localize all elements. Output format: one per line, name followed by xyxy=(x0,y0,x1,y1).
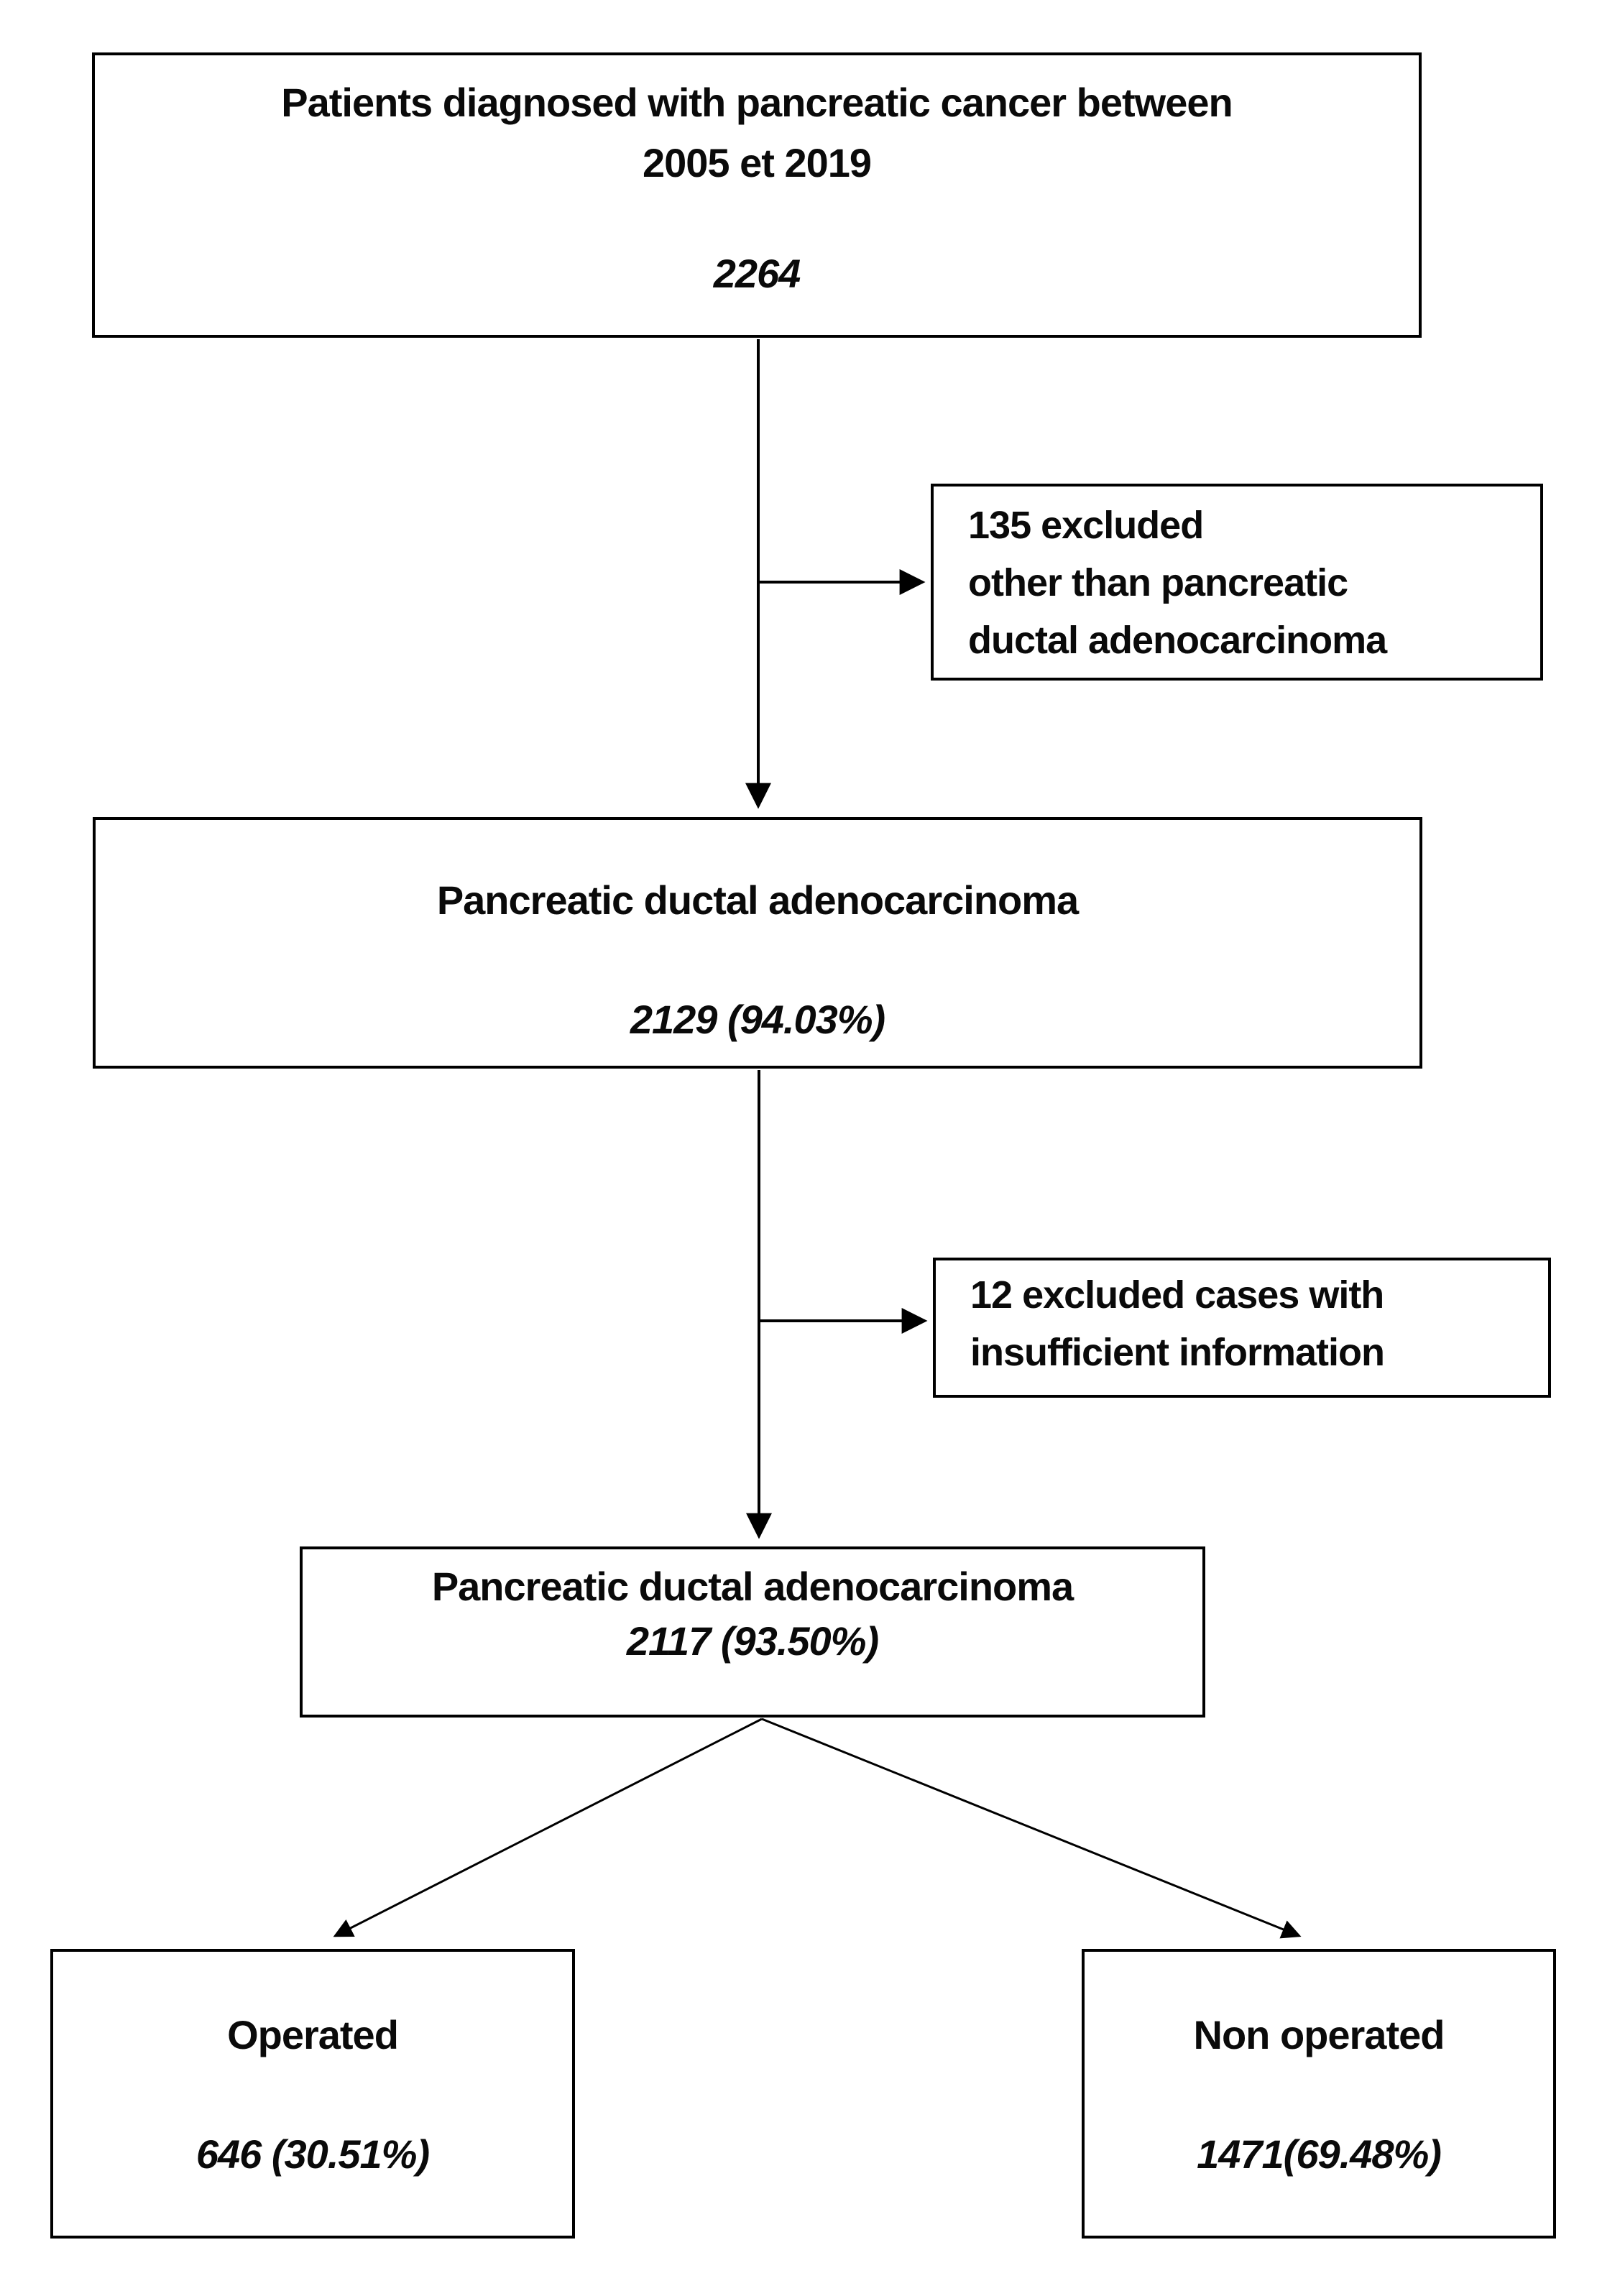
node-excluded-histology-line2: other than pancreatic xyxy=(968,561,1348,604)
node-pdac-after-histology-value: 2129 (94.03%) xyxy=(630,997,885,1042)
arrow-pdac2-to-operated xyxy=(333,1718,763,1937)
node-pdac-after-histology-title: Pancreatic ductal adenocarcinoma xyxy=(436,877,1079,923)
node-excluded-histology: 135 excluded other than pancreatic ducta… xyxy=(931,484,1543,681)
node-non-operated-value: 1471(69.48%) xyxy=(1197,2131,1442,2177)
node-operated-title: Operated xyxy=(227,2012,399,2057)
node-excluded-histology-line1: 135 excluded xyxy=(968,504,1204,547)
node-excluded-histology-line3: ductal adenocarcinoma xyxy=(968,619,1387,662)
node-operated-value: 646 (30.51%) xyxy=(195,2131,430,2177)
node-operated: Operated 646 (30.51%) xyxy=(50,1949,575,2239)
node-excluded-insufficient-info-line1: 12 excluded cases with xyxy=(970,1273,1384,1317)
node-start-title-line2: 2005 et 2019 xyxy=(642,140,872,185)
node-pdac-final: Pancreatic ductal adenocarcinoma 2117 (9… xyxy=(300,1546,1205,1718)
node-start-value: 2264 xyxy=(713,251,801,296)
node-start-title-line1: Patients diagnosed with pancreatic cance… xyxy=(281,80,1233,125)
node-excluded-insufficient-info-line2: insufficient information xyxy=(970,1331,1385,1374)
node-pdac-after-histology: Pancreatic ductal adenocarcinoma 2129 (9… xyxy=(93,817,1422,1069)
node-excluded-insufficient-info: 12 excluded cases with insufficient info… xyxy=(933,1258,1551,1398)
node-non-operated-title: Non operated xyxy=(1193,2012,1445,2057)
node-pdac-final-title: Pancreatic ductal adenocarcinoma xyxy=(431,1564,1074,1609)
node-non-operated: Non operated 1471(69.48%) xyxy=(1082,1949,1556,2239)
node-start: Patients diagnosed with pancreatic cance… xyxy=(92,52,1422,338)
node-pdac-final-value: 2117 (93.50%) xyxy=(626,1618,879,1664)
arrow-pdac2-to-non-operated xyxy=(761,1718,1302,1939)
